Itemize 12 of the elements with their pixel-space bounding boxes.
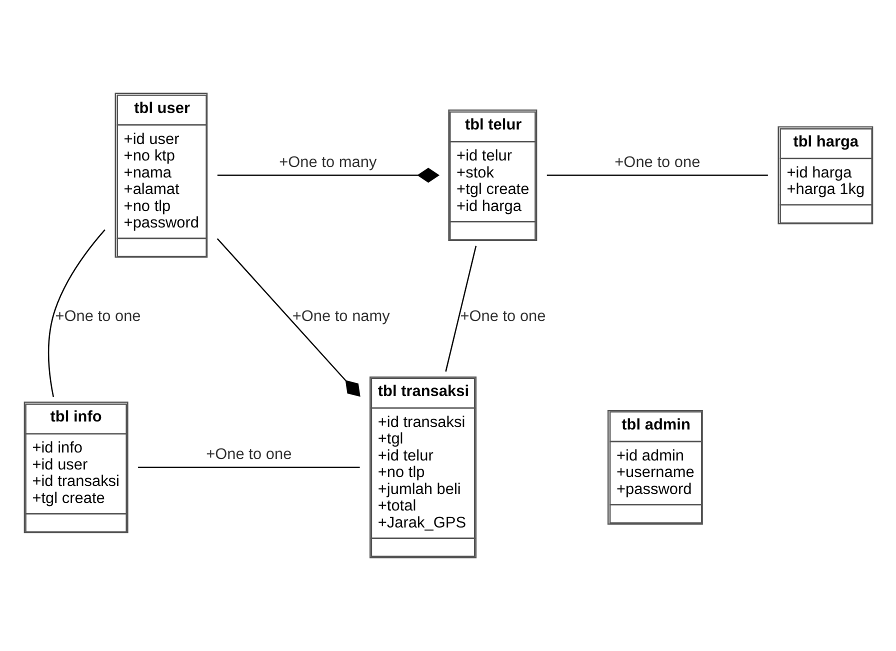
edge-label: +One to one [206,446,292,464]
edge-label: +One to one [54,308,140,326]
connector [216,238,360,397]
connector [216,168,440,183]
connector [138,466,360,468]
edge-label: +One to one [614,154,700,171]
connector [546,174,768,176]
edge-label: +One to namy [292,308,390,326]
edge-label: +One to one [460,308,546,326]
connector [47,229,105,398]
edge-label: +One to many [278,154,376,171]
connector [444,246,476,372]
